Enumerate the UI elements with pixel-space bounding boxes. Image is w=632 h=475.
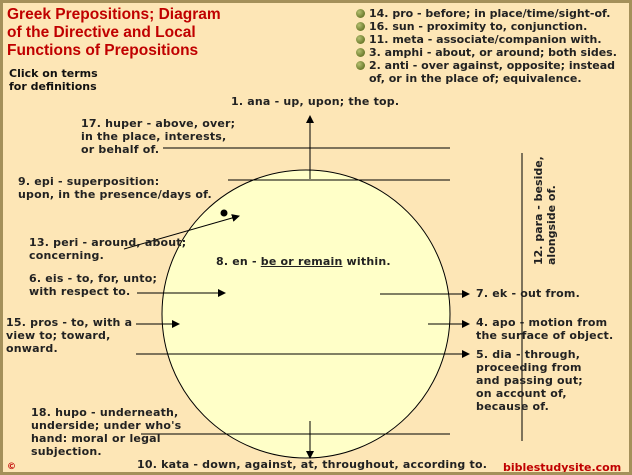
central-circle xyxy=(161,169,451,459)
legend-item-amphi[interactable]: 3. amphi - about, or around; both sides. xyxy=(356,46,617,59)
label-ek[interactable]: 7. ek - out from. xyxy=(476,287,580,300)
legend-item-pro[interactable]: 14. pro - before; in place/time/sight-of… xyxy=(356,7,617,20)
peri-marker-dot xyxy=(220,209,228,217)
bullet-icon xyxy=(356,22,365,31)
legend-item-meta[interactable]: 11. meta - associate/companion with. xyxy=(356,33,617,46)
label-huper[interactable]: 17. huper - above, over; in the place, i… xyxy=(81,117,236,156)
bullet-icon xyxy=(356,61,365,70)
label-dia[interactable]: 5. dia - through, proceeding from and pa… xyxy=(476,348,583,413)
label-epi[interactable]: 9. epi - superposition: upon, in the pre… xyxy=(18,175,212,201)
legend: 14. pro - before; in place/time/sight-of… xyxy=(356,7,617,85)
label-ana[interactable]: 1. ana - up, upon; the top. xyxy=(231,95,400,108)
label-peri[interactable]: 13. peri - around, about; concerning. xyxy=(29,236,187,262)
bullet-icon xyxy=(356,48,365,57)
site-link[interactable]: biblestudysite.com xyxy=(503,461,622,472)
en-definition-link[interactable]: be or remain xyxy=(260,255,343,268)
legend-item-anti[interactable]: 2. anti - over against, opposite; instea… xyxy=(356,59,617,72)
diagram-title: Greek Prepositions; Diagram of the Direc… xyxy=(7,6,221,59)
legend-item-sun[interactable]: 16. sun - proximity to, conjunction. xyxy=(356,20,617,33)
legend-item-anti-cont[interactable]: of, or in the place of; equivalence. xyxy=(369,72,582,85)
peri-arrow xyxy=(123,214,240,250)
label-para[interactable]: 12. para - beside, alongside of. xyxy=(532,156,558,265)
label-hupo[interactable]: 18. hupo - underneath, underside; under … xyxy=(31,406,182,458)
diagram-art xyxy=(123,115,523,459)
diagram-canvas: Greek Prepositions; Diagram of the Direc… xyxy=(3,3,629,472)
click-hint: Click on terms for definitions xyxy=(9,67,98,93)
bullet-icon xyxy=(356,9,365,18)
label-eis[interactable]: 6. eis - to, for, unto; with respect to. xyxy=(29,272,158,298)
copyright-symbol: © xyxy=(7,462,16,472)
label-pros[interactable]: 15. pros - to, with a view to; toward, o… xyxy=(6,316,133,355)
label-kata[interactable]: 10. kata - down, against, at, throughout… xyxy=(137,458,488,471)
label-apo[interactable]: 4. apo - motion from the surface of obje… xyxy=(476,316,614,342)
label-en[interactable]: 8. en - be or remain within. xyxy=(216,255,391,268)
bullet-icon xyxy=(356,35,365,44)
